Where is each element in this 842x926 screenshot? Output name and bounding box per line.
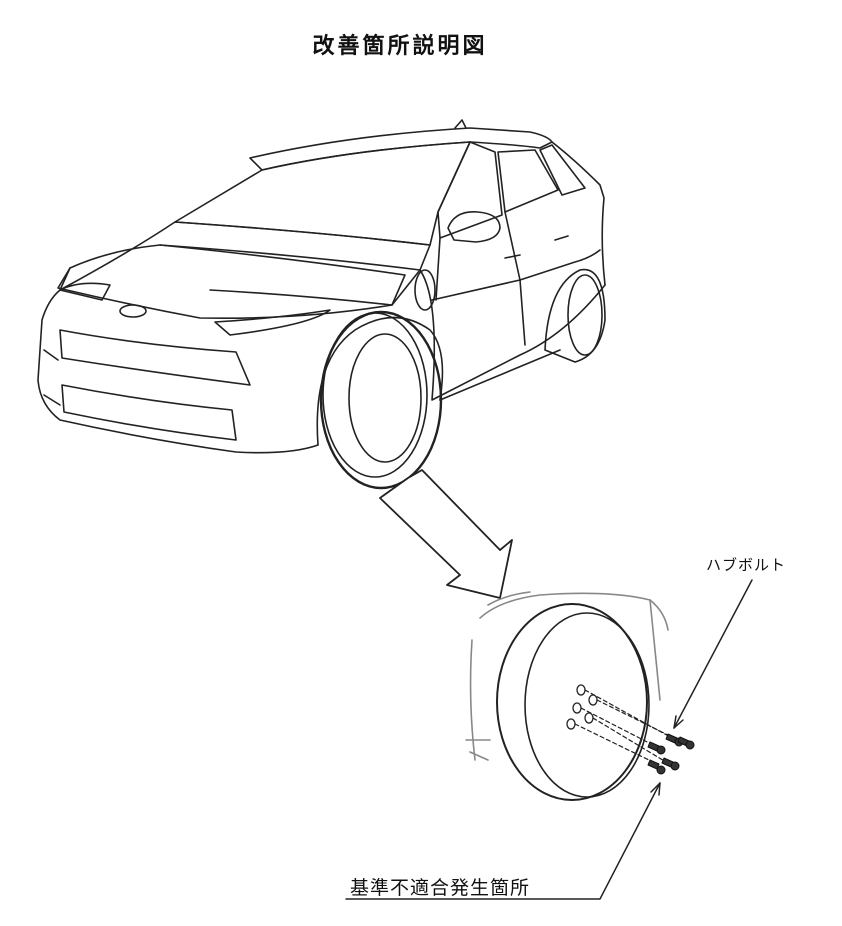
hub-bolt-leader xyxy=(673,579,753,729)
vehicle-illustration xyxy=(37,119,606,490)
highlight-circle xyxy=(319,310,443,490)
nonconformity-location-label: 基準不適合発生箇所 xyxy=(350,877,531,899)
zoom-arrow xyxy=(379,469,513,599)
wheel-detail-illustration xyxy=(465,591,695,801)
nonconformity-leader xyxy=(345,782,661,900)
hub-bolt-label: ハブボルト xyxy=(706,556,787,574)
diagram-title: 改善箇所説明図 xyxy=(312,34,488,59)
